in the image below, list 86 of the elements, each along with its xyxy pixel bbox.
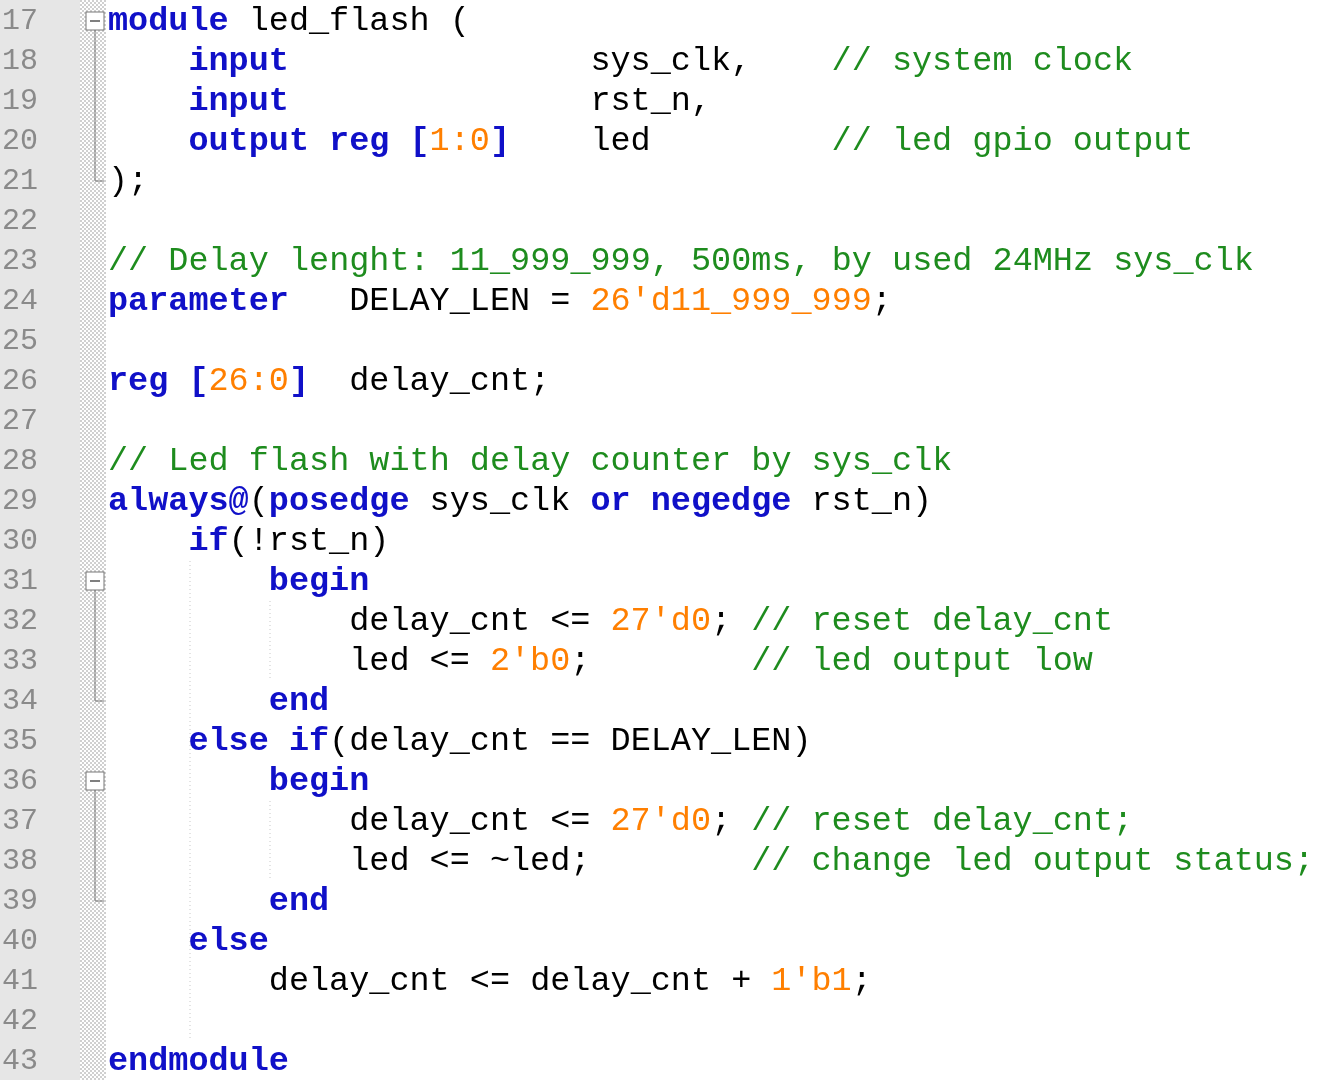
keyword-text: [	[409, 121, 430, 161]
comment-text: // reset delay_cnt;	[751, 801, 1134, 841]
comment-text: // reset delay_cnt	[751, 601, 1114, 641]
line-number: 41	[2, 963, 38, 1000]
code-text: ;	[851, 961, 872, 1001]
code-text: (delay_cnt == DELAY_LEN)	[329, 721, 812, 761]
code-text: led <= ~led;	[349, 841, 591, 881]
line-number: 34	[2, 683, 38, 720]
code-text: rst_n)	[811, 481, 933, 521]
code-text: (	[248, 481, 269, 521]
code-text: ;	[711, 601, 732, 641]
line-number: 17	[2, 3, 38, 40]
line-number: 43	[2, 1043, 38, 1080]
code-text: led	[590, 121, 651, 161]
comment-text: // change led output status;	[751, 841, 1315, 881]
line-number: 24	[2, 283, 38, 320]
line-number: 21	[2, 163, 38, 200]
keyword-text: begin	[268, 561, 370, 601]
line-number: 25	[2, 323, 38, 360]
code-text: delay_cnt;	[349, 361, 551, 401]
keyword-text: parameter	[108, 281, 289, 321]
line-number: 37	[2, 803, 38, 840]
keyword-text: end	[268, 881, 330, 921]
keyword-text: or	[590, 481, 631, 521]
keyword-text: else	[188, 921, 269, 961]
number-literal: 2'b0	[489, 641, 571, 681]
code-text: DELAY_LEN =	[349, 281, 571, 321]
line-number: 18	[2, 43, 38, 80]
number-literal: 27'd0	[610, 801, 712, 841]
keyword-text: [	[188, 361, 209, 401]
keyword-text: ]	[288, 361, 309, 401]
code-text: delay_cnt <= delay_cnt +	[268, 961, 752, 1001]
line-number: 38	[2, 843, 38, 880]
line-number: 31	[2, 563, 38, 600]
number-literal: 1'b1	[771, 961, 852, 1001]
comment-text: // led gpio output	[831, 121, 1194, 161]
code-text: );	[108, 161, 149, 201]
code-text: sys_clk	[429, 481, 571, 521]
line-number: 19	[2, 83, 38, 120]
code-text: sys_clk,	[590, 41, 752, 81]
code-text: rst_n,	[590, 81, 711, 121]
line-number: 30	[2, 523, 38, 560]
keyword-text: else if	[188, 721, 330, 761]
line-number: 27	[2, 403, 38, 440]
comment-text: // led output low	[751, 641, 1093, 681]
line-number: 20	[2, 123, 38, 160]
code-text: delay_cnt <=	[349, 801, 591, 841]
code-text: led_flash (	[248, 1, 470, 41]
code-text: ;	[871, 281, 892, 321]
line-number: 23	[2, 243, 38, 280]
line-number: 26	[2, 363, 38, 400]
keyword-text: negedge	[650, 481, 792, 521]
keyword-text: output reg	[188, 121, 390, 161]
keyword-text: always@	[108, 481, 249, 521]
code-text: led <=	[349, 641, 470, 681]
number-literal: 26'd11_999_999	[590, 281, 872, 321]
keyword-text: if	[188, 521, 229, 561]
comment-text: // system clock	[831, 41, 1134, 81]
keyword-text: posedge	[268, 481, 410, 521]
keyword-text: input	[188, 41, 289, 81]
keyword-text: endmodule	[108, 1041, 289, 1080]
keyword-text: input	[188, 81, 289, 121]
keyword-text: module	[108, 1, 229, 41]
code-text: (!rst_n)	[228, 521, 390, 561]
line-number: 28	[2, 443, 38, 480]
comment-text: // Delay lenght: 11_999_999, 500ms, by used 24MHz sys_clk	[108, 241, 1254, 281]
line-number: 40	[2, 923, 38, 960]
line-number: 22	[2, 203, 38, 240]
code-text: delay_cnt <=	[349, 601, 591, 641]
line-number: 32	[2, 603, 38, 640]
number-literal: 1:0	[429, 121, 490, 161]
line-number: 35	[2, 723, 38, 760]
line-number: 36	[2, 763, 38, 800]
line-number: 39	[2, 883, 38, 920]
line-number: 42	[2, 1003, 38, 1040]
line-number: 33	[2, 643, 38, 680]
keyword-text: ]	[489, 121, 510, 161]
keyword-text: reg	[108, 361, 169, 401]
code-text: ;	[711, 801, 732, 841]
number-literal: 26:0	[208, 361, 289, 401]
code-text: ;	[570, 641, 591, 681]
comment-text: // Led flash with delay counter by sys_clk	[108, 441, 953, 481]
keyword-text: end	[268, 681, 330, 721]
number-literal: 27'd0	[610, 601, 712, 641]
keyword-text: begin	[268, 761, 370, 801]
line-number: 29	[2, 483, 38, 520]
